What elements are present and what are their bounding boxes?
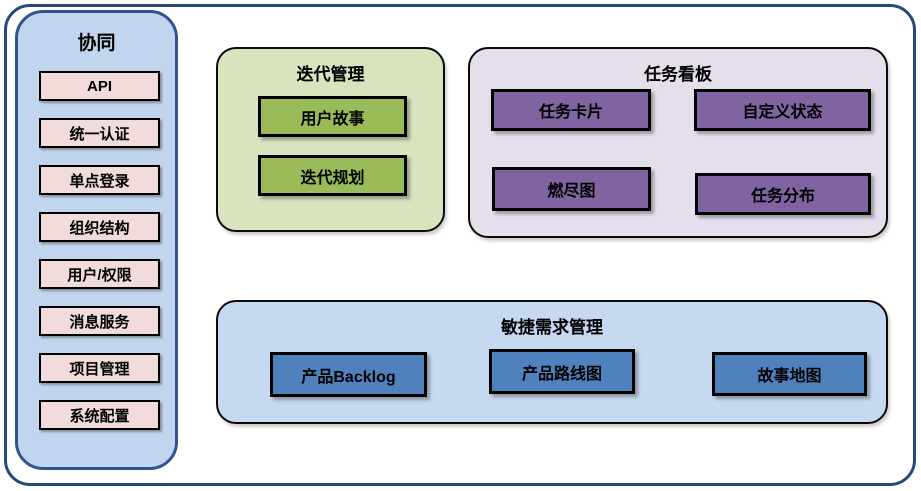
sidebar-item-sso: 单点登录 [39,165,160,195]
feature-custom-status: 自定义状态 [694,89,871,131]
panel-agile-requirements: 敏捷需求管理 产品Backlog 产品路线图 故事地图 [216,300,888,424]
sidebar-item-api: API [39,71,160,101]
feature-product-roadmap: 产品路线图 [489,349,635,394]
feature-iteration-planning: 迭代规划 [258,155,407,196]
sidebar-item-unified-auth: 统一认证 [39,118,160,148]
panel-iteration-management: 迭代管理 用户故事 迭代规划 [216,47,445,232]
feature-story-map: 故事地图 [712,352,867,396]
sidebar-item-message-svc: 消息服务 [39,306,160,336]
sidebar-item-user-perms: 用户/权限 [39,259,160,289]
feature-burndown-chart: 燃尽图 [492,167,651,211]
panel-agile-title: 敏捷需求管理 [501,318,603,337]
panel-task-board: 任务看板 任务卡片 自定义状态 燃尽图 任务分布 [468,47,888,238]
feature-task-distribution: 任务分布 [695,173,871,215]
panel-iteration-title: 迭代管理 [296,65,365,84]
panel-taskboard-title: 任务看板 [644,65,712,84]
feature-user-story: 用户故事 [258,96,407,137]
sidebar-collaboration: 协同 API 统一认证 单点登录 组织结构 用户/权限 消息服务 项目管理 系统… [15,10,178,470]
feature-product-backlog: 产品Backlog [270,352,427,397]
feature-task-card: 任务卡片 [491,89,651,131]
sidebar-title: 协同 [77,33,116,54]
sidebar-item-system-config: 系统配置 [39,400,160,430]
sidebar-item-project-mgmt: 项目管理 [39,353,160,383]
sidebar-item-org-structure: 组织结构 [39,212,160,242]
